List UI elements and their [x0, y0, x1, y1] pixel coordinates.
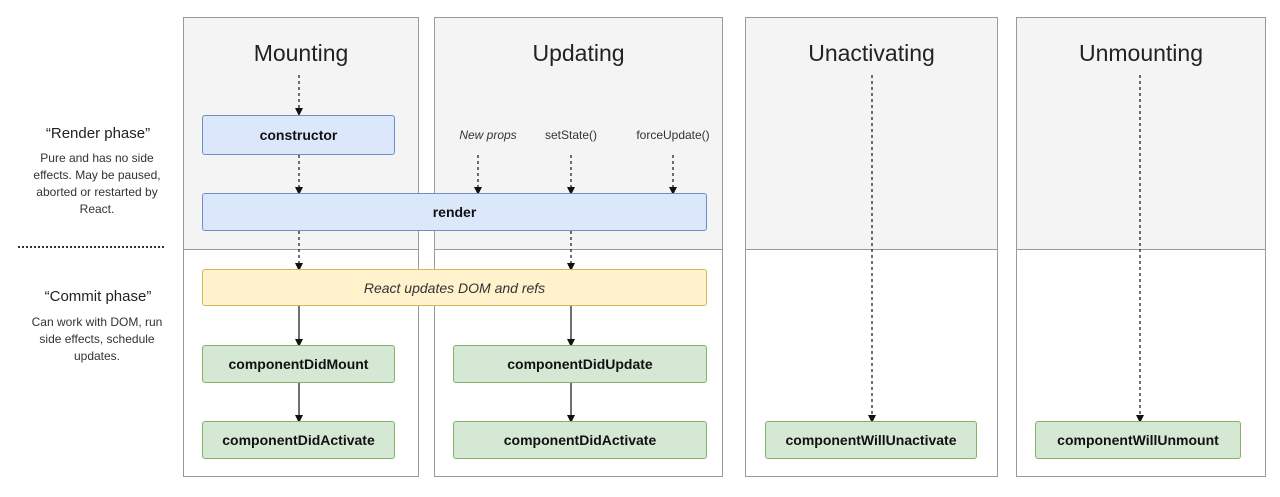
commit-phase-title: “Commit phase”	[44, 288, 152, 305]
dom-update-box: React updates DOM and refs	[202, 269, 707, 306]
column-title: Unmounting	[1078, 40, 1204, 66]
component-will-unactivate-box: componentWillUnactivate	[765, 421, 977, 459]
component-did-activate-mount-box: componentDidActivate	[202, 421, 395, 459]
commit-phase-description: Can work with DOM, run side effects, sch…	[31, 315, 163, 363]
column-updating: Updating	[434, 17, 723, 477]
component-did-activate-update-box: componentDidActivate	[453, 421, 707, 459]
column-unmounting: Unmounting	[1016, 17, 1266, 477]
trigger-force-update: forceUpdate()	[636, 128, 710, 142]
component-will-unmount-box: componentWillUnmount	[1035, 421, 1241, 459]
render-area	[1017, 18, 1265, 250]
column-title: Unactivating	[808, 40, 935, 66]
render-phase-title: “Render phase”	[45, 125, 151, 142]
trigger-set-state: setState()	[544, 128, 598, 142]
trigger-new-props: New props	[459, 128, 517, 142]
component-did-mount-box: componentDidMount	[202, 345, 395, 383]
column-title: Mounting	[253, 40, 349, 66]
component-did-update-box: componentDidUpdate	[453, 345, 707, 383]
phase-divider	[18, 246, 164, 248]
constructor-box: constructor	[202, 115, 395, 155]
render-area	[746, 18, 997, 250]
render-phase-description: Pure and has no side effects. May be pau…	[33, 151, 161, 216]
render-box: render	[202, 193, 707, 231]
column-title: Updating	[532, 40, 625, 66]
